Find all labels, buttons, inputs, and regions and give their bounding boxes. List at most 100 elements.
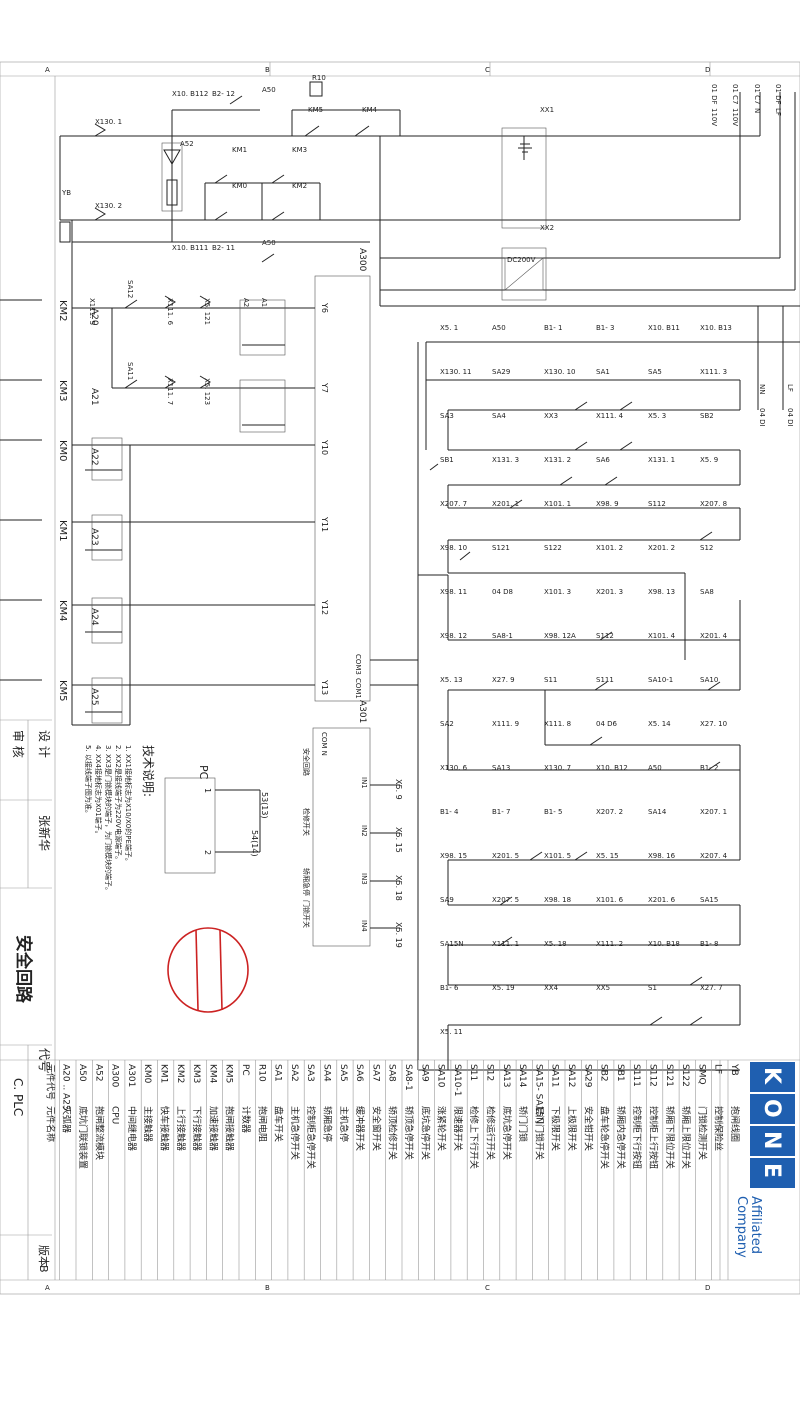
circuit-label: A50 bbox=[262, 86, 276, 94]
tech-notes-heading: 技术说明: bbox=[141, 745, 156, 797]
safety-chain-label: X111. 8 bbox=[544, 720, 571, 728]
plc-a301-net: X5. 9 bbox=[394, 779, 403, 800]
safety-chain-label: SB2 bbox=[700, 412, 714, 420]
safety-chain-label: SA14 bbox=[648, 808, 667, 816]
coil-circuit-label: X111. 7 bbox=[166, 378, 174, 405]
safety-chain-label: X5. 11 bbox=[440, 1028, 463, 1036]
legend-code: SB2 bbox=[599, 1064, 609, 1082]
legend-name: 层门门锁开关 bbox=[533, 1106, 545, 1160]
plc-a300-output: Y10 bbox=[320, 439, 329, 455]
circuit-label: B2- 12 bbox=[212, 90, 235, 98]
legend-code: KM1 bbox=[159, 1064, 169, 1083]
safety-chain-label: X111. 9 bbox=[492, 720, 519, 728]
design-label: 设 计 bbox=[37, 730, 51, 758]
plc-a301-input: IN4 bbox=[360, 920, 368, 932]
safety-chain-label: X98. 12A bbox=[544, 632, 576, 640]
kone-logo: K O N E Affiliated Company bbox=[734, 1062, 795, 1258]
safety-chain-label: X10. B18 bbox=[648, 940, 680, 948]
col-marker-b: B bbox=[265, 66, 270, 74]
safety-chain-label: SA3 bbox=[440, 412, 454, 420]
counter-block: PC 53(13) 54(14) 1 2 bbox=[197, 765, 269, 857]
legend-name: 主机急停 bbox=[338, 1106, 350, 1142]
component-legend: YB抱闸线圈LF控制保险丝SMQ门锁检测开关S122轿厢上限位开关S121轿厢下… bbox=[44, 1060, 741, 1280]
circuit-label: XX1 bbox=[540, 106, 554, 114]
legend-name: 盘车轮急停开关 bbox=[599, 1106, 611, 1169]
safety-chain-label: SA2 bbox=[440, 720, 454, 728]
version-value: B bbox=[37, 1265, 50, 1273]
legend-code: A50 bbox=[77, 1064, 87, 1082]
safety-chain-label: X101. 2 bbox=[596, 544, 623, 552]
legend-name: 主接触器 bbox=[142, 1106, 154, 1142]
safety-chain-label: X10. B11 bbox=[648, 324, 680, 332]
legend-code: S121 bbox=[664, 1064, 674, 1087]
power-label: 04 DI bbox=[786, 408, 794, 427]
safety-chain-label: S12 bbox=[700, 544, 713, 552]
coil-circuit-label: X111. 5 bbox=[88, 298, 96, 325]
legend-name: 轿顶检修开关 bbox=[387, 1106, 399, 1160]
legend-name: 限速器开关 bbox=[452, 1106, 464, 1151]
power-label: LF bbox=[786, 384, 794, 392]
legend-code: KM3 bbox=[191, 1064, 201, 1083]
safety-chain-label: S112 bbox=[648, 500, 666, 508]
plc-a301-input: IN2 bbox=[360, 825, 368, 837]
safety-chain-label: X98. 10 bbox=[440, 544, 467, 552]
arc-suppressor-label: A22 bbox=[89, 448, 99, 466]
col-marker-a: A bbox=[45, 66, 50, 74]
legend-code: SA9 bbox=[419, 1064, 429, 1082]
safety-chain-label: X98. 9 bbox=[596, 500, 619, 508]
legend-code: S111 bbox=[631, 1064, 641, 1087]
legend-name: 控制柜上行按钮 bbox=[648, 1106, 660, 1169]
power-label: NN bbox=[758, 384, 766, 394]
legend-name: 上行接触器 bbox=[175, 1106, 187, 1151]
legend-code: SA2 bbox=[289, 1064, 299, 1082]
legend-code: A300 bbox=[110, 1064, 120, 1088]
safety-chain-label: X207. 8 bbox=[700, 500, 727, 508]
legend-code: S11 bbox=[468, 1064, 478, 1081]
safety-chain-label: X101. 3 bbox=[544, 588, 571, 596]
supply-label: 01 DF bbox=[710, 84, 718, 105]
safety-chain-label: S112 bbox=[596, 632, 614, 640]
legend-name: 计数器 bbox=[240, 1106, 252, 1133]
plc-a301-side-text: 门锁开关 bbox=[302, 900, 311, 928]
arc-suppressor-label: A21 bbox=[89, 388, 99, 406]
pc-label: PC bbox=[197, 765, 210, 780]
legend-code: S112 bbox=[648, 1064, 658, 1087]
plc-a300-output: Y13 bbox=[320, 679, 329, 695]
legend-name: 门锁检测开关 bbox=[696, 1106, 708, 1160]
legend-name: 控制柜下行按钮 bbox=[631, 1106, 643, 1169]
title-block: 设 计 审 核 张新华 安全回路 代号 C. PLC 版本 B bbox=[0, 719, 52, 1280]
supply-label: 01 DF bbox=[774, 84, 782, 105]
legend-code: SA10 bbox=[436, 1064, 446, 1088]
circuit-label: X10. B111 bbox=[172, 244, 208, 252]
legend-code: A301 bbox=[126, 1064, 136, 1087]
legend-name: 快车接触器 bbox=[159, 1106, 171, 1151]
km0-term-53: 53(13) bbox=[260, 792, 269, 819]
safety-chain-label: A50 bbox=[648, 764, 662, 772]
legend-code: SA8 bbox=[387, 1064, 397, 1082]
legend-code: KM0 bbox=[142, 1064, 152, 1084]
plc-a300-com1: COM1 bbox=[354, 678, 362, 699]
supply-value: 110V bbox=[731, 108, 739, 126]
logo-letter-k: K bbox=[759, 1067, 784, 1085]
safety-chain-label: XX3 bbox=[544, 412, 558, 420]
safety-chain-label: SA5 bbox=[648, 368, 662, 376]
safety-chain-label: X98. 13 bbox=[648, 588, 675, 596]
coil-circuit-label: X5. 123 bbox=[203, 378, 211, 405]
legend-name: 安全窗开关 bbox=[370, 1106, 382, 1151]
safety-chain-label: 04 D6 bbox=[596, 720, 618, 728]
circuit-label: B2- 11 bbox=[212, 244, 235, 252]
safety-chain-label: S11 bbox=[544, 676, 557, 684]
safety-chain-label: X98. 18 bbox=[544, 896, 571, 904]
legend-header-code: 元件代号 bbox=[44, 1064, 56, 1100]
safety-chain-label: SA13 bbox=[492, 764, 510, 772]
pc-term-2: 2 bbox=[203, 850, 212, 855]
plc-a301-net: X5. 18 bbox=[394, 875, 403, 901]
company-name: Company bbox=[734, 1196, 749, 1258]
legend-code: SA3 bbox=[305, 1064, 315, 1082]
approval-stamp bbox=[167, 927, 249, 1013]
